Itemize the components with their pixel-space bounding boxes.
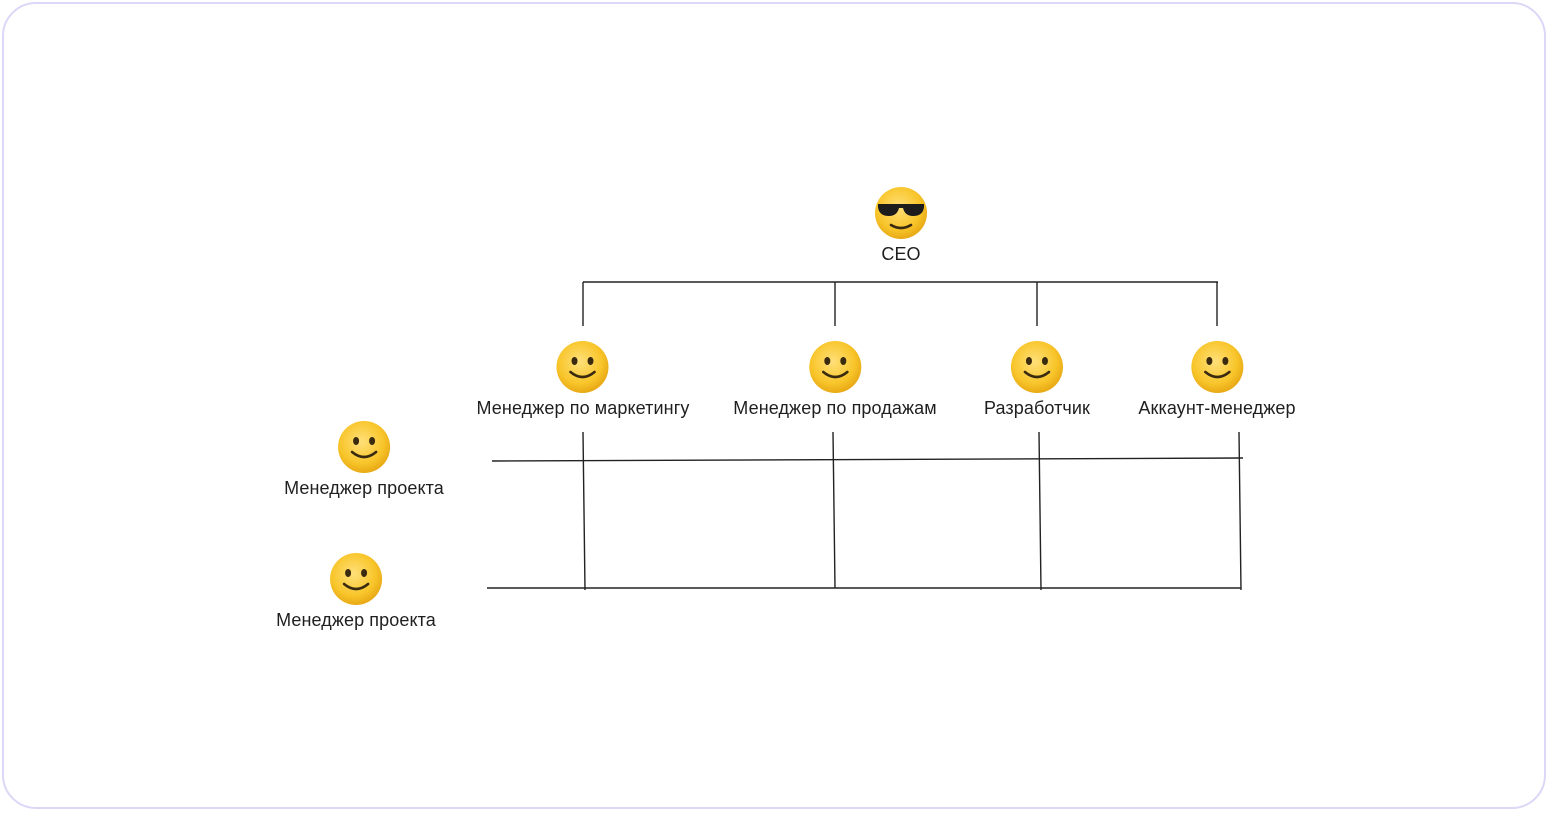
department-node-marketing: Менеджер по маркетингу	[477, 340, 690, 419]
department-node-developer: Разработчик	[984, 340, 1090, 419]
matrix-column-account	[1238, 431, 1242, 591]
smiling-face-icon	[329, 552, 383, 606]
matrix-column-sales	[832, 431, 836, 589]
sunglasses-face-icon	[874, 186, 928, 240]
smiling-face-icon	[1190, 340, 1244, 394]
project-manager-node-1: Менеджер проекта	[284, 420, 444, 499]
project-manager-label: Менеджер проекта	[276, 610, 436, 630]
matrix-column-marketing	[582, 431, 586, 591]
smiling-face-icon	[337, 420, 391, 474]
project-manager-label: Менеджер проекта	[284, 478, 444, 498]
smiling-face-icon	[808, 340, 862, 394]
matrix-row-line-1	[491, 457, 1244, 462]
smiling-face-icon	[1010, 340, 1064, 394]
department-label: Аккаунт-менеджер	[1138, 398, 1296, 418]
department-node-account: Аккаунт-менеджер	[1138, 340, 1296, 419]
department-node-sales: Менеджер по продажам	[733, 340, 937, 419]
project-manager-node-2: Менеджер проекта	[276, 552, 436, 631]
ceo-label: CEO	[881, 244, 921, 264]
ceo-node: CEO	[874, 186, 928, 265]
department-label: Менеджер по продажам	[733, 398, 937, 418]
matrix-column-developer	[1038, 431, 1042, 591]
department-label: Разработчик	[983, 398, 1091, 418]
department-label: Менеджер по маркетингу	[476, 398, 690, 418]
smiling-face-icon	[556, 340, 610, 394]
